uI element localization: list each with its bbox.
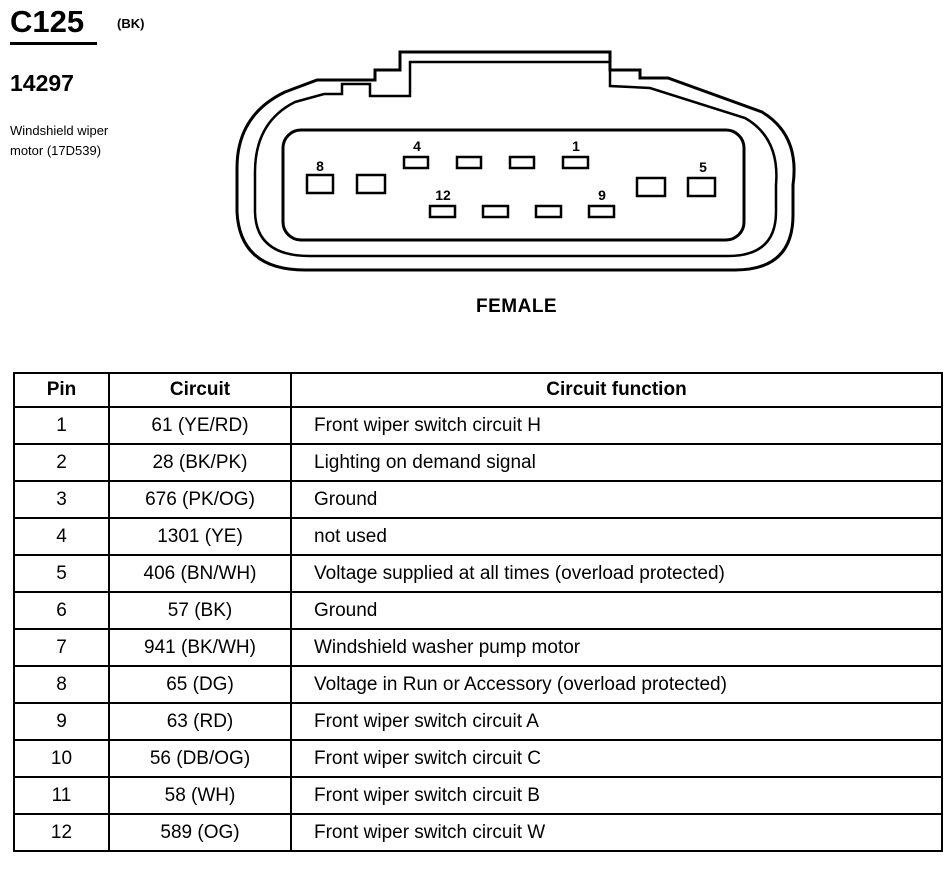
circuit-cell: 58 (WH) [108, 776, 292, 815]
connector-outer-housing [235, 50, 796, 272]
connector-inner-cavity [281, 128, 746, 242]
circuit-cell: 589 (OG) [108, 813, 292, 852]
pin-label-5: 5 [699, 159, 707, 175]
terminal-pin-9 [587, 204, 616, 219]
pin-cell: 1 [13, 406, 110, 445]
circuit-cell: 57 (BK) [108, 591, 292, 630]
pin-cell: 2 [13, 443, 110, 482]
header-circuit: Circuit [108, 372, 292, 408]
pin-cell: 6 [13, 591, 110, 630]
terminal-pin-8 [305, 173, 335, 195]
circuit-cell: 63 (RD) [108, 702, 292, 741]
pin-cell: 10 [13, 739, 110, 778]
function-cell: Front wiper switch circuit B [290, 776, 943, 815]
connector-description: Windshield wiper motor (17D539) [10, 121, 180, 161]
function-cell: Front wiper switch circuit A [290, 702, 943, 741]
circuit-cell: 406 (BN/WH) [108, 554, 292, 593]
circuit-cell: 941 (BK/WH) [108, 628, 292, 667]
terminal-pin-12 [428, 204, 457, 219]
header-pin: Pin [13, 372, 110, 408]
pin-cell: 5 [13, 554, 110, 593]
description-line-1: Windshield wiper [10, 123, 109, 138]
connector-id-underline [10, 42, 97, 45]
pin-cell: 3 [13, 480, 110, 519]
description-line-2: motor (17D539) [10, 143, 102, 158]
function-cell: Ground [290, 480, 943, 519]
pin-cell: 11 [13, 776, 110, 815]
function-cell: Front wiper switch circuit W [290, 813, 943, 852]
circuit-cell: 28 (BK/PK) [108, 443, 292, 482]
pin-label-8: 8 [316, 158, 324, 174]
header-circuit-function: Circuit function [290, 372, 943, 408]
terminal-pin-3 [455, 155, 483, 170]
function-cell: Lighting on demand signal [290, 443, 943, 482]
pin-cell: 12 [13, 813, 110, 852]
terminal-pin-6 [635, 176, 667, 198]
table-header-row: Pin Circuit Circuit function [13, 372, 943, 408]
circuit-cell: 1301 (YE) [108, 517, 292, 556]
part-number: 14297 [10, 70, 74, 96]
connector-gender-label: FEMALE [476, 296, 558, 317]
function-cell: Front wiper switch circuit H [290, 406, 943, 445]
pin-cell: 8 [13, 665, 110, 704]
circuit-cell: 676 (PK/OG) [108, 480, 292, 519]
function-cell: not used [290, 517, 943, 556]
function-cell: Voltage in Run or Accessory (overload pr… [290, 665, 943, 704]
pin-cell: 9 [13, 702, 110, 741]
connector-face-diagram: 8 4 1 5 12 9 [235, 50, 796, 272]
terminal-pin-5 [686, 176, 717, 198]
function-cell: Voltage supplied at all times (overload … [290, 554, 943, 593]
pin-label-12: 12 [435, 187, 451, 203]
pin-cell: 4 [13, 517, 110, 556]
terminal-pin-1 [561, 155, 590, 170]
connector-id: C125 [10, 4, 85, 39]
circuit-cell: 56 (DB/OG) [108, 739, 292, 778]
connector-housing-rim [253, 60, 778, 258]
terminal-pin-7 [355, 173, 387, 195]
terminal-pin-2 [508, 155, 536, 170]
terminal-pin-11 [481, 204, 510, 219]
function-cell: Windshield washer pump motor [290, 628, 943, 667]
circuit-cell: 65 (DG) [108, 665, 292, 704]
circuit-cell: 61 (YE/RD) [108, 406, 292, 445]
function-cell: Front wiper switch circuit C [290, 739, 943, 778]
pin-label-9: 9 [598, 187, 606, 203]
terminal-pin-4 [402, 155, 430, 170]
pin-label-4: 4 [413, 138, 421, 154]
pin-cell: 7 [13, 628, 110, 667]
connector-color-code: (BK) [117, 16, 145, 31]
function-cell: Ground [290, 591, 943, 630]
pin-label-1: 1 [572, 138, 580, 154]
terminal-pin-10 [534, 204, 563, 219]
